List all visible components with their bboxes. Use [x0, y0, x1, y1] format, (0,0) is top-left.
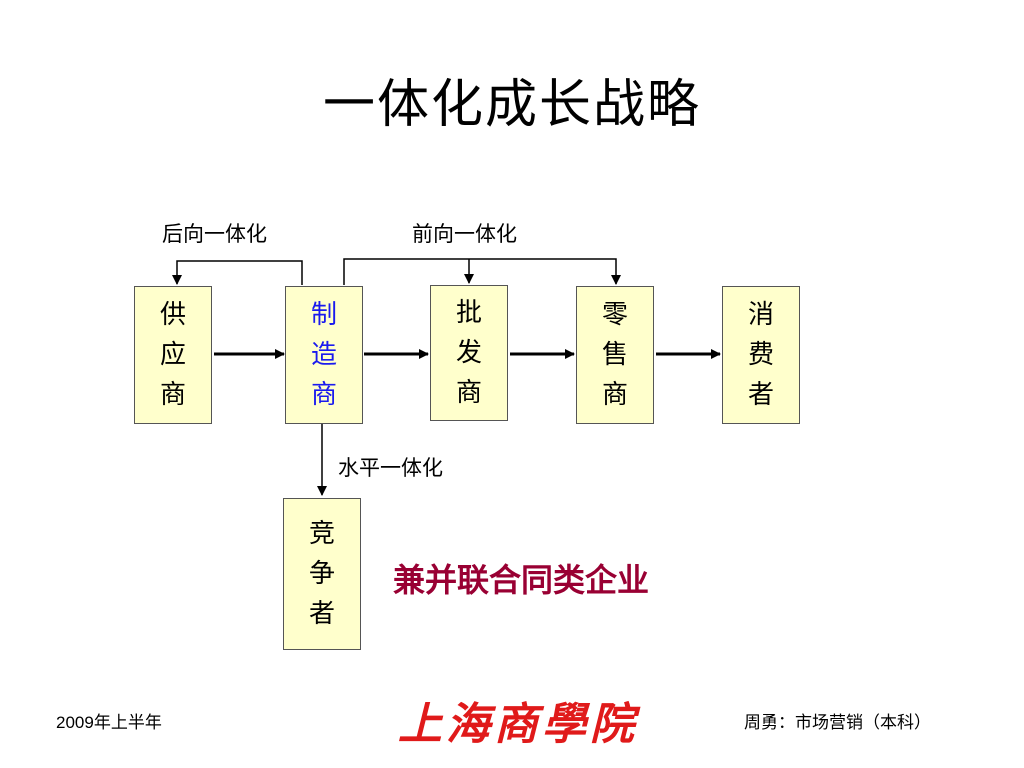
- slogan-text: 兼并联合同类企业: [393, 561, 650, 599]
- backward-bracket: [172, 260, 303, 285]
- node-supplier: 供 应 商: [134, 286, 212, 424]
- footer-course: 周勇：市场营销（本科）: [744, 713, 931, 733]
- footer-date: 2009年上半年: [56, 713, 162, 732]
- label-backward-integration: 后向一体化: [162, 222, 267, 246]
- node-competitor: 竞 争 者: [283, 498, 361, 650]
- school-logo: 上海商學院: [398, 699, 638, 750]
- node-manufacturer: 制 造 商: [285, 286, 363, 424]
- label-forward-integration: 前向一体化: [412, 222, 517, 246]
- label-horizontal-integration: 水平一体化: [338, 456, 443, 480]
- slide-title: 一体化成长战略: [322, 75, 701, 135]
- node-wholesaler: 批 发 商: [430, 285, 508, 421]
- forward-bracket: [343, 258, 621, 285]
- node-consumer: 消 费 者: [722, 286, 800, 424]
- node-retailer: 零 售 商: [576, 286, 654, 424]
